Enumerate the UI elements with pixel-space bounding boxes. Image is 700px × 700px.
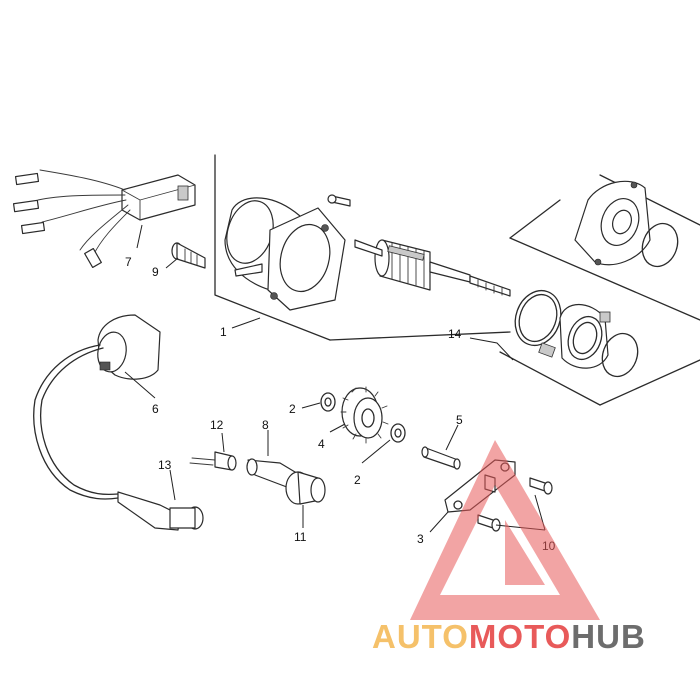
shaft-part-8 xyxy=(246,458,326,505)
callout-1: 1 xyxy=(220,325,227,339)
callout-9: 9 xyxy=(152,265,159,279)
callout-8: 8 xyxy=(262,418,269,432)
callout-14: 14 xyxy=(448,327,462,341)
callout-2-upper: 2 xyxy=(289,402,296,416)
armature xyxy=(354,239,511,297)
ignition-coil-part-6 xyxy=(33,314,161,500)
starter-gear-part-4 xyxy=(340,386,389,444)
watermark-triangle-icon xyxy=(410,440,600,620)
spark-plug-cap-part-13 xyxy=(117,491,204,531)
callout-11: 11 xyxy=(294,530,307,544)
brush-plate-part-14 xyxy=(514,289,639,378)
washer-part-2-lower xyxy=(390,423,406,443)
svg-text:AUTOMOTOHUB: AUTOMOTOHUB xyxy=(372,618,646,655)
bushing-part-12 xyxy=(189,451,237,471)
callout-5: 5 xyxy=(456,413,463,427)
bolt-part-9 xyxy=(171,242,206,269)
end-cap-upper xyxy=(574,180,679,268)
callout-4: 4 xyxy=(318,437,325,451)
washer-part-2-upper xyxy=(320,392,336,412)
watermark-auto: AUTO xyxy=(372,618,469,655)
screws-part-10 xyxy=(477,477,553,532)
watermark-hub: HUB xyxy=(571,618,646,655)
callout-2-lower: 2 xyxy=(354,473,361,487)
callout-3: 3 xyxy=(417,532,424,546)
callout-7: 7 xyxy=(125,255,132,269)
cdi-unit-part-7 xyxy=(12,169,196,269)
pin-part-5 xyxy=(421,446,461,470)
callout-6: 6 xyxy=(152,402,159,416)
starter-motor-part-1 xyxy=(224,194,351,311)
watermark-moto: MOTO xyxy=(469,618,571,655)
watermark-logo: AUTOMOTOHUB xyxy=(372,440,646,655)
callout-labels: 7 9 1 14 6 2 12 8 5 4 13 2 11 3 10 xyxy=(125,255,556,553)
callout-13: 13 xyxy=(158,458,172,472)
callout-12: 12 xyxy=(210,418,224,432)
